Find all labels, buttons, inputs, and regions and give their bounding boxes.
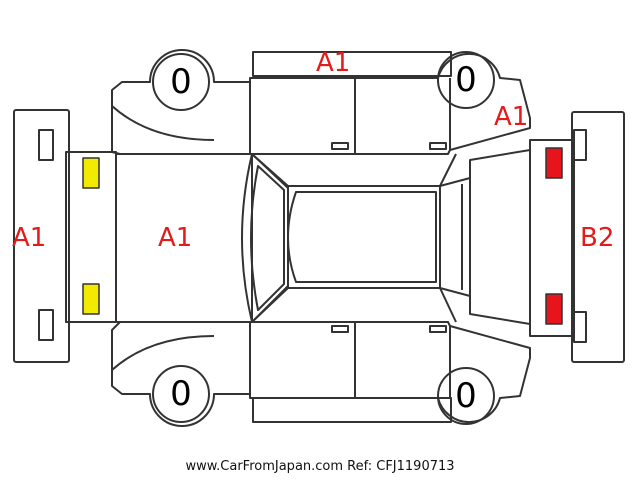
tire-front-right-value: 0 (170, 374, 192, 414)
tire-rear-right-value: 0 (455, 376, 477, 416)
front-bumper-slot-bottom (38, 309, 54, 341)
front-light-bottom (82, 283, 100, 315)
pillar-front-bottom (251, 287, 289, 323)
front-bumper-slot-top (38, 129, 54, 161)
top-door-handle-1 (331, 142, 349, 150)
rear-light-strip (529, 139, 575, 337)
rear-light-top (545, 147, 563, 179)
top-fender-curve (111, 105, 215, 141)
bottom-door-handle-1 (331, 325, 349, 333)
front-bumper-panel (13, 109, 70, 363)
tire-front-right (152, 365, 210, 423)
roof-panel (287, 185, 441, 289)
pillar-front-top (251, 153, 289, 187)
tire-rear-right (437, 367, 495, 425)
trunk-panel (469, 149, 531, 325)
roof-strip-bottom (252, 397, 452, 423)
bottom-door-handle-2 (429, 325, 447, 333)
rear-bumper-slot-bottom (573, 311, 587, 343)
pillar-rear-top (439, 153, 457, 187)
damage-label-roof: A1 (316, 48, 351, 78)
roof-strip-top (252, 51, 452, 77)
windshield-inner (250, 165, 285, 311)
tire-rear-left (437, 51, 495, 109)
damage-label-front-bumper: A1 (12, 223, 47, 253)
tire-front-left-value: 0 (170, 62, 192, 102)
damage-label-rear-quarter: A1 (494, 102, 529, 132)
roof-inner (287, 191, 437, 283)
pillar-rear-bottom (439, 287, 457, 323)
rear-window (439, 177, 471, 297)
tire-rear-left-value: 0 (455, 60, 477, 100)
rear-light-bottom (545, 293, 563, 325)
tire-front-left (152, 53, 210, 111)
damage-label-hood: A1 (158, 223, 193, 253)
bottom-fender-curve (111, 335, 215, 371)
rear-bumper-slot-top (573, 129, 587, 161)
rear-bumper-panel (571, 111, 625, 363)
front-light-top (82, 157, 100, 189)
source-footer: www.CarFromJapan.com Ref: CFJ1190713 (185, 459, 455, 474)
damage-label-rear-bumper: B2 (580, 223, 615, 253)
top-door-handle-2 (429, 142, 447, 150)
